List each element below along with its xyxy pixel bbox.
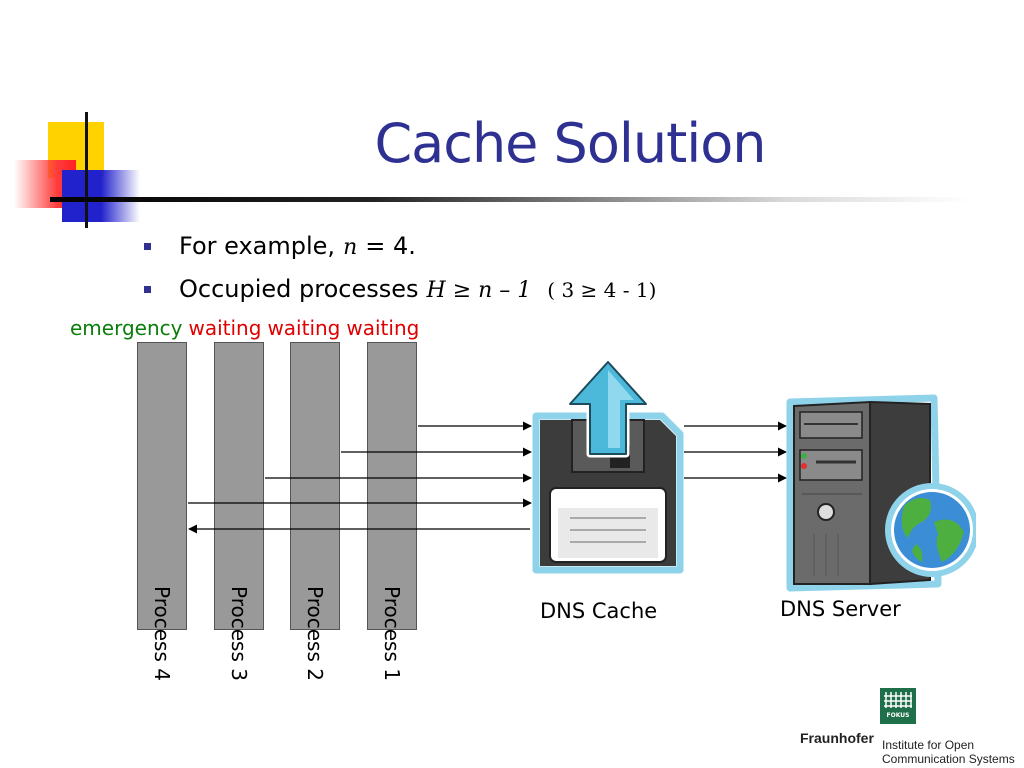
process-label-3: Process 3 — [227, 586, 251, 681]
brand-name: Fraunhofer — [800, 730, 874, 746]
decorative-blue-gradient — [62, 170, 140, 222]
decorative-vertical-line — [85, 112, 88, 228]
math-example: ( 3 ≥ 4 - 1) — [547, 278, 657, 302]
process-label-1: Process 1 — [380, 586, 404, 681]
fokus-grid-icon — [880, 688, 916, 724]
math-variable: n — [343, 235, 358, 260]
dns-cache-label: DNS Cache — [540, 599, 658, 623]
state-emergency: emergency — [70, 316, 183, 340]
process-bar-4 — [137, 342, 187, 630]
process-bar-2 — [290, 342, 340, 630]
bullet-value: = 4. — [365, 232, 416, 260]
process-bar-1 — [367, 342, 417, 630]
bullet-square-icon — [144, 243, 151, 250]
process-label-2: Process 2 — [303, 586, 327, 681]
server-tower-globe-icon — [786, 394, 976, 592]
math-expression: H ≥ n – 1 — [426, 278, 532, 303]
process-bar-3 — [214, 342, 264, 630]
process-label-4: Process 4 — [150, 586, 174, 681]
bullet-text: Occupied processes — [179, 275, 419, 303]
institute-line-2: Communication Systems — [882, 752, 1015, 766]
state-waiting: waiting — [346, 316, 420, 340]
dns-server-label: DNS Server — [780, 597, 901, 621]
state-waiting: waiting — [188, 316, 262, 340]
bullet-occupied: Occupied processes H ≥ n – 1 ( 3 ≥ 4 - 1… — [144, 275, 656, 309]
bullet-example: For example, n = 4. — [144, 232, 416, 266]
bullet-text: For example, — [179, 232, 336, 260]
institute-line-1: Institute for Open — [882, 738, 975, 752]
floppy-disk-upload-icon — [532, 358, 684, 574]
bullet-square-icon — [144, 286, 151, 293]
title-underline-rule — [50, 197, 970, 202]
fraunhofer-fokus-logo: FOKUS Fraunhofer Institute for Open Comm… — [800, 688, 1024, 768]
slide-title: Cache Solution — [374, 112, 766, 175]
state-waiting: waiting — [267, 316, 341, 340]
fokus-badge-text: FOKUS — [886, 712, 910, 719]
